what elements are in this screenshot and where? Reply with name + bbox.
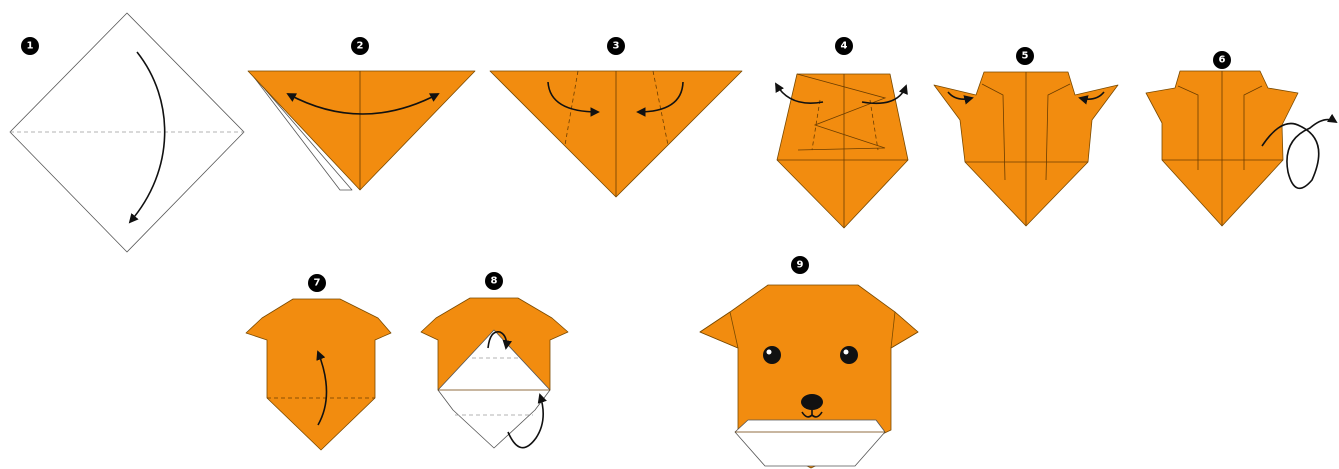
step-3-number-badge: 3 (607, 37, 625, 55)
step-4-number: 4 (841, 41, 848, 52)
step-1: 1 (10, 13, 244, 252)
step-7-number: 7 (314, 278, 321, 289)
step-1-number-badge: 1 (21, 37, 39, 55)
step-5-number-badge: 5 (1016, 47, 1034, 65)
step-2-number-badge: 2 (351, 37, 369, 55)
bear-right-eye-highlight (844, 350, 849, 355)
step-9-number: 9 (797, 260, 804, 271)
bear-right-eye (840, 346, 858, 364)
bear-muzzle (735, 420, 885, 466)
step-6: 6 (1146, 51, 1336, 226)
step-8-number: 8 (491, 276, 498, 287)
step-7-paper-shape (246, 299, 391, 450)
step-7: 7 (246, 274, 391, 450)
step-4: 4 (776, 37, 908, 228)
step-4-paper-shape (777, 74, 908, 228)
step-9-number-badge: 9 (791, 256, 809, 274)
step-3-number: 3 (613, 41, 620, 52)
bear-right-ear (891, 312, 918, 348)
step-2-number: 2 (357, 41, 364, 52)
step-5-number: 5 (1022, 51, 1029, 62)
step-7-number-badge: 7 (308, 274, 326, 292)
step-2-triangle-paper (248, 71, 475, 190)
bear-left-eye (763, 346, 781, 364)
step-2: 2 (248, 37, 475, 190)
step-8-number-badge: 8 (485, 272, 503, 290)
step-9: 9 (700, 256, 918, 468)
step-3: 3 (490, 37, 742, 197)
step-6-number-badge: 6 (1213, 51, 1231, 69)
step-6-number: 6 (1219, 55, 1226, 66)
bear-left-eye-highlight (767, 350, 772, 355)
bear-nose (801, 394, 823, 410)
step-8: 8 (421, 272, 568, 448)
step-1-square-paper (10, 13, 244, 252)
step-1-number: 1 (27, 41, 34, 52)
step-5: 5 (934, 47, 1118, 226)
step-4-number-badge: 4 (835, 37, 853, 55)
